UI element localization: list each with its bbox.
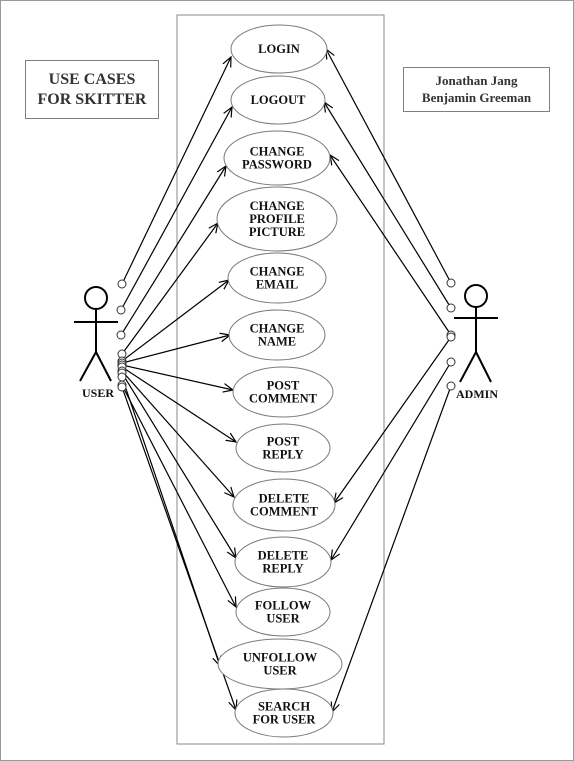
user-to-follow-user-line [121,384,236,607]
admin-to-change-password-line [330,155,452,336]
use-case-group: LOGINLOGOUTCHANGEPASSWORDCHANGEPROFILEPI… [216,24,343,738]
use-case-label: REPLY [262,448,303,462]
use-case-label: CHANGE [250,265,305,279]
use-case-logout: LOGOUT [230,75,326,125]
use-case-label: USER [263,664,297,678]
use-case-ellipse [232,366,334,418]
use-case-label: LOGIN [258,42,300,56]
admin-actor-head [464,284,488,308]
use-case-label: COMMENT [249,392,318,406]
user-to-delete-reply-line [121,372,236,558]
user-change-password-connector [116,330,126,340]
user-unfollow-user-connector [117,372,127,382]
use-case-login: LOGIN [230,24,328,74]
user-actor-left-leg [79,351,97,382]
use-case-ellipse [230,24,328,74]
use-case-ellipse [232,478,336,532]
user-to-search-for-user-line [121,386,236,710]
admin-to-delete-comment-line [334,336,452,503]
admin-actor-label: ADMIN [456,387,498,401]
use-case-label: PASSWORD [242,158,312,172]
use-case-label: SEARCH [258,700,310,714]
use-case-label: POST [267,435,300,449]
use-case-ellipse [230,75,326,125]
user-to-change-email-line [121,280,229,362]
admin-search-for-user-connector [446,381,456,391]
use-case-label: COMMENT [250,505,319,519]
admin-to-login-line [326,49,452,284]
user-actor-label: USER [82,386,114,400]
user-actor-right-leg [95,351,112,382]
admin-actor-right-leg [475,351,492,383]
use-case-label: PROFILE [249,212,305,226]
user-actor [74,286,118,382]
diagram-title-line-1: USE CASES [48,71,136,88]
authors-box: Jonathan Jang Benjamin Greeman [403,67,550,112]
author-1: Jonathan Jang [435,73,518,88]
admin-logout-connector [446,303,456,313]
user-search-for-user-connector [117,382,127,392]
user-to-change-password-line [120,166,226,336]
system-boundary [176,14,385,745]
use-case-label: CHANGE [250,322,305,336]
use-case-label: CHANGE [250,199,305,213]
admin-to-logout-line [324,102,452,309]
diagram-title-line-2: FOR SKITTER [37,91,147,108]
user-to-post-reply-line [121,366,236,442]
use-case-ellipse [235,423,331,473]
user-to-login-line [121,57,231,285]
use-case-label: EMAIL [256,278,298,292]
diagram-title-box: USE CASES FOR SKITTER [25,60,159,119]
use-case-label: POST [267,379,300,393]
user-to-change-name-line [121,335,230,364]
use-case-ellipse [216,186,338,252]
user-actor-head [84,286,108,310]
use-case-label: UNFOLLOW [243,651,318,665]
admin-login-connector [446,278,456,288]
admin-actor [454,284,498,383]
admin-actor-left-leg [459,351,477,383]
use-case-label: LOGOUT [251,93,307,107]
use-case-label: FOLLOW [255,599,312,613]
use-case-label: USER [266,612,300,626]
user-to-delete-comment-line [121,370,234,497]
admin-to-search-for-user-line [332,385,452,712]
use-case-label: REPLY [262,562,303,576]
user-to-post-comment-line [121,364,233,390]
user-to-logout-line [120,107,232,311]
use-case-label: NAME [258,335,296,349]
use-case-label: FOR USER [253,713,317,727]
admin-delete-reply-connector [446,357,456,367]
author-2: Benjamin Greeman [421,90,532,105]
use-case-ellipse [223,130,331,186]
use-case-ellipse [227,252,327,304]
use-case-label: PICTURE [249,225,305,239]
admin-to-delete-reply-line [331,361,452,560]
admin-delete-comment-connector [446,332,456,342]
use-case-label: DELETE [259,492,310,506]
use-case-ellipse [234,688,334,738]
use-case-label: DELETE [258,549,309,563]
user-login-connector [117,279,127,289]
use-case-ellipse [234,536,332,588]
use-case-label: CHANGE [250,145,305,159]
user-logout-connector [116,305,126,315]
use-case-ellipse [235,587,331,637]
use-case-ellipse [228,309,326,361]
user-to-change-profile-picture-line [121,223,218,355]
association-lines [116,49,456,712]
